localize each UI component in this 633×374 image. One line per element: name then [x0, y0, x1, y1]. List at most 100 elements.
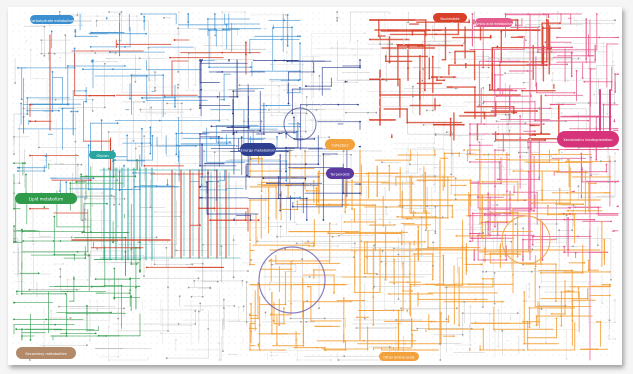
compound-node: [492, 211, 494, 213]
compound-node: [80, 174, 82, 176]
compound-node: [55, 99, 57, 101]
compound-node: [517, 256, 519, 258]
compound-node: [178, 11, 180, 13]
compound-node: [337, 245, 339, 247]
compound-node: [69, 182, 71, 184]
compound-node: [336, 11, 338, 13]
compound-node: [552, 72, 554, 74]
compound-node: [496, 95, 498, 97]
compound-node: [376, 195, 378, 197]
compound-node: [482, 103, 484, 105]
compound-node: [608, 335, 610, 337]
compound-node: [147, 92, 149, 94]
compound-node: [470, 306, 472, 308]
label-amino-acid[interactable]: Amino acid metabolism: [475, 18, 513, 27]
compound-node: [299, 123, 301, 125]
compound-node: [269, 282, 271, 284]
compound-node: [201, 59, 203, 61]
compound-node: [609, 295, 611, 297]
compound-node: [29, 208, 31, 210]
compound-node: [433, 142, 435, 144]
compound-node: [454, 194, 456, 196]
compound-node: [363, 300, 365, 302]
label-carbohydrate[interactable]: Carbohydrate metabolism: [30, 15, 75, 24]
compound-node: [209, 219, 211, 221]
label-glycan[interactable]: Glycan: [89, 151, 116, 159]
compound-node: [433, 147, 435, 149]
compound-node: [370, 48, 372, 50]
compound-node: [385, 250, 387, 252]
compound-node: [271, 313, 273, 315]
compound-node: [568, 161, 570, 163]
label-secondary-metabolites[interactable]: Secondary metabolites: [16, 347, 76, 359]
compound-node: [575, 252, 577, 254]
compound-node: [306, 198, 308, 200]
compound-node: [127, 232, 129, 234]
compound-node: [119, 171, 121, 173]
compound-node: [119, 13, 121, 15]
compound-node: [73, 278, 75, 280]
compound-node: [356, 327, 358, 329]
compound-node: [469, 123, 471, 125]
compound-node: [74, 48, 76, 50]
compound-node: [343, 297, 345, 299]
compound-node: [601, 302, 603, 304]
label-lipid[interactable]: Lipid metabolism: [15, 193, 77, 204]
label-energy[interactable]: Energy metabolism: [240, 143, 276, 156]
compound-node: [91, 205, 93, 207]
compound-node: [296, 131, 298, 133]
compound-node: [497, 46, 499, 48]
compound-node: [279, 159, 281, 161]
compound-node: [188, 287, 190, 289]
compound-node: [557, 11, 559, 13]
compound-node: [432, 265, 434, 267]
compound-node: [54, 53, 56, 55]
compound-node: [265, 28, 267, 30]
compound-node: [366, 173, 368, 175]
compound-node: [588, 269, 590, 271]
compound-node: [379, 218, 381, 220]
compound-node: [84, 198, 86, 200]
compound-node: [98, 335, 100, 337]
compound-node: [540, 132, 542, 134]
compound-node: [278, 324, 280, 326]
label-nucleotide[interactable]: Nucleotide: [433, 13, 467, 22]
compound-node: [586, 172, 588, 174]
compound-node: [90, 179, 92, 181]
compound-node: [214, 13, 216, 15]
compound-node: [90, 231, 92, 233]
compound-node: [531, 202, 533, 204]
compound-node: [96, 310, 98, 312]
compound-node: [587, 120, 589, 122]
compound-node: [506, 222, 508, 224]
label-xenobiotics[interactable]: Xenobiotics biodegradation: [557, 131, 619, 147]
label-cofactors[interactable]: Cofactors: [325, 139, 355, 150]
compound-node: [436, 79, 438, 81]
compound-node: [603, 104, 605, 106]
compound-node: [530, 139, 532, 141]
compound-node: [108, 280, 110, 282]
compound-node: [299, 35, 301, 37]
compound-node: [191, 264, 193, 266]
compound-node: [430, 321, 432, 323]
compound-node: [541, 308, 543, 310]
compound-node: [421, 244, 423, 246]
compound-node: [494, 330, 496, 332]
label-terpenoids[interactable]: Terpenoids: [326, 168, 354, 179]
compound-node: [291, 263, 293, 265]
compound-node: [226, 24, 228, 26]
compound-node: [471, 328, 473, 330]
compound-node: [291, 27, 293, 29]
compound-node: [481, 194, 483, 196]
compound-node: [117, 226, 119, 228]
compound-node: [250, 303, 252, 305]
compound-node: [318, 190, 320, 192]
compound-node: [485, 271, 487, 273]
compound-node: [469, 161, 471, 163]
compound-node: [359, 192, 361, 194]
compound-node: [154, 90, 156, 92]
compound-node: [546, 64, 548, 66]
label-other-amino-acids[interactable]: Other amino acids: [379, 352, 419, 361]
compound-node: [271, 259, 273, 261]
compound-node: [578, 57, 580, 59]
